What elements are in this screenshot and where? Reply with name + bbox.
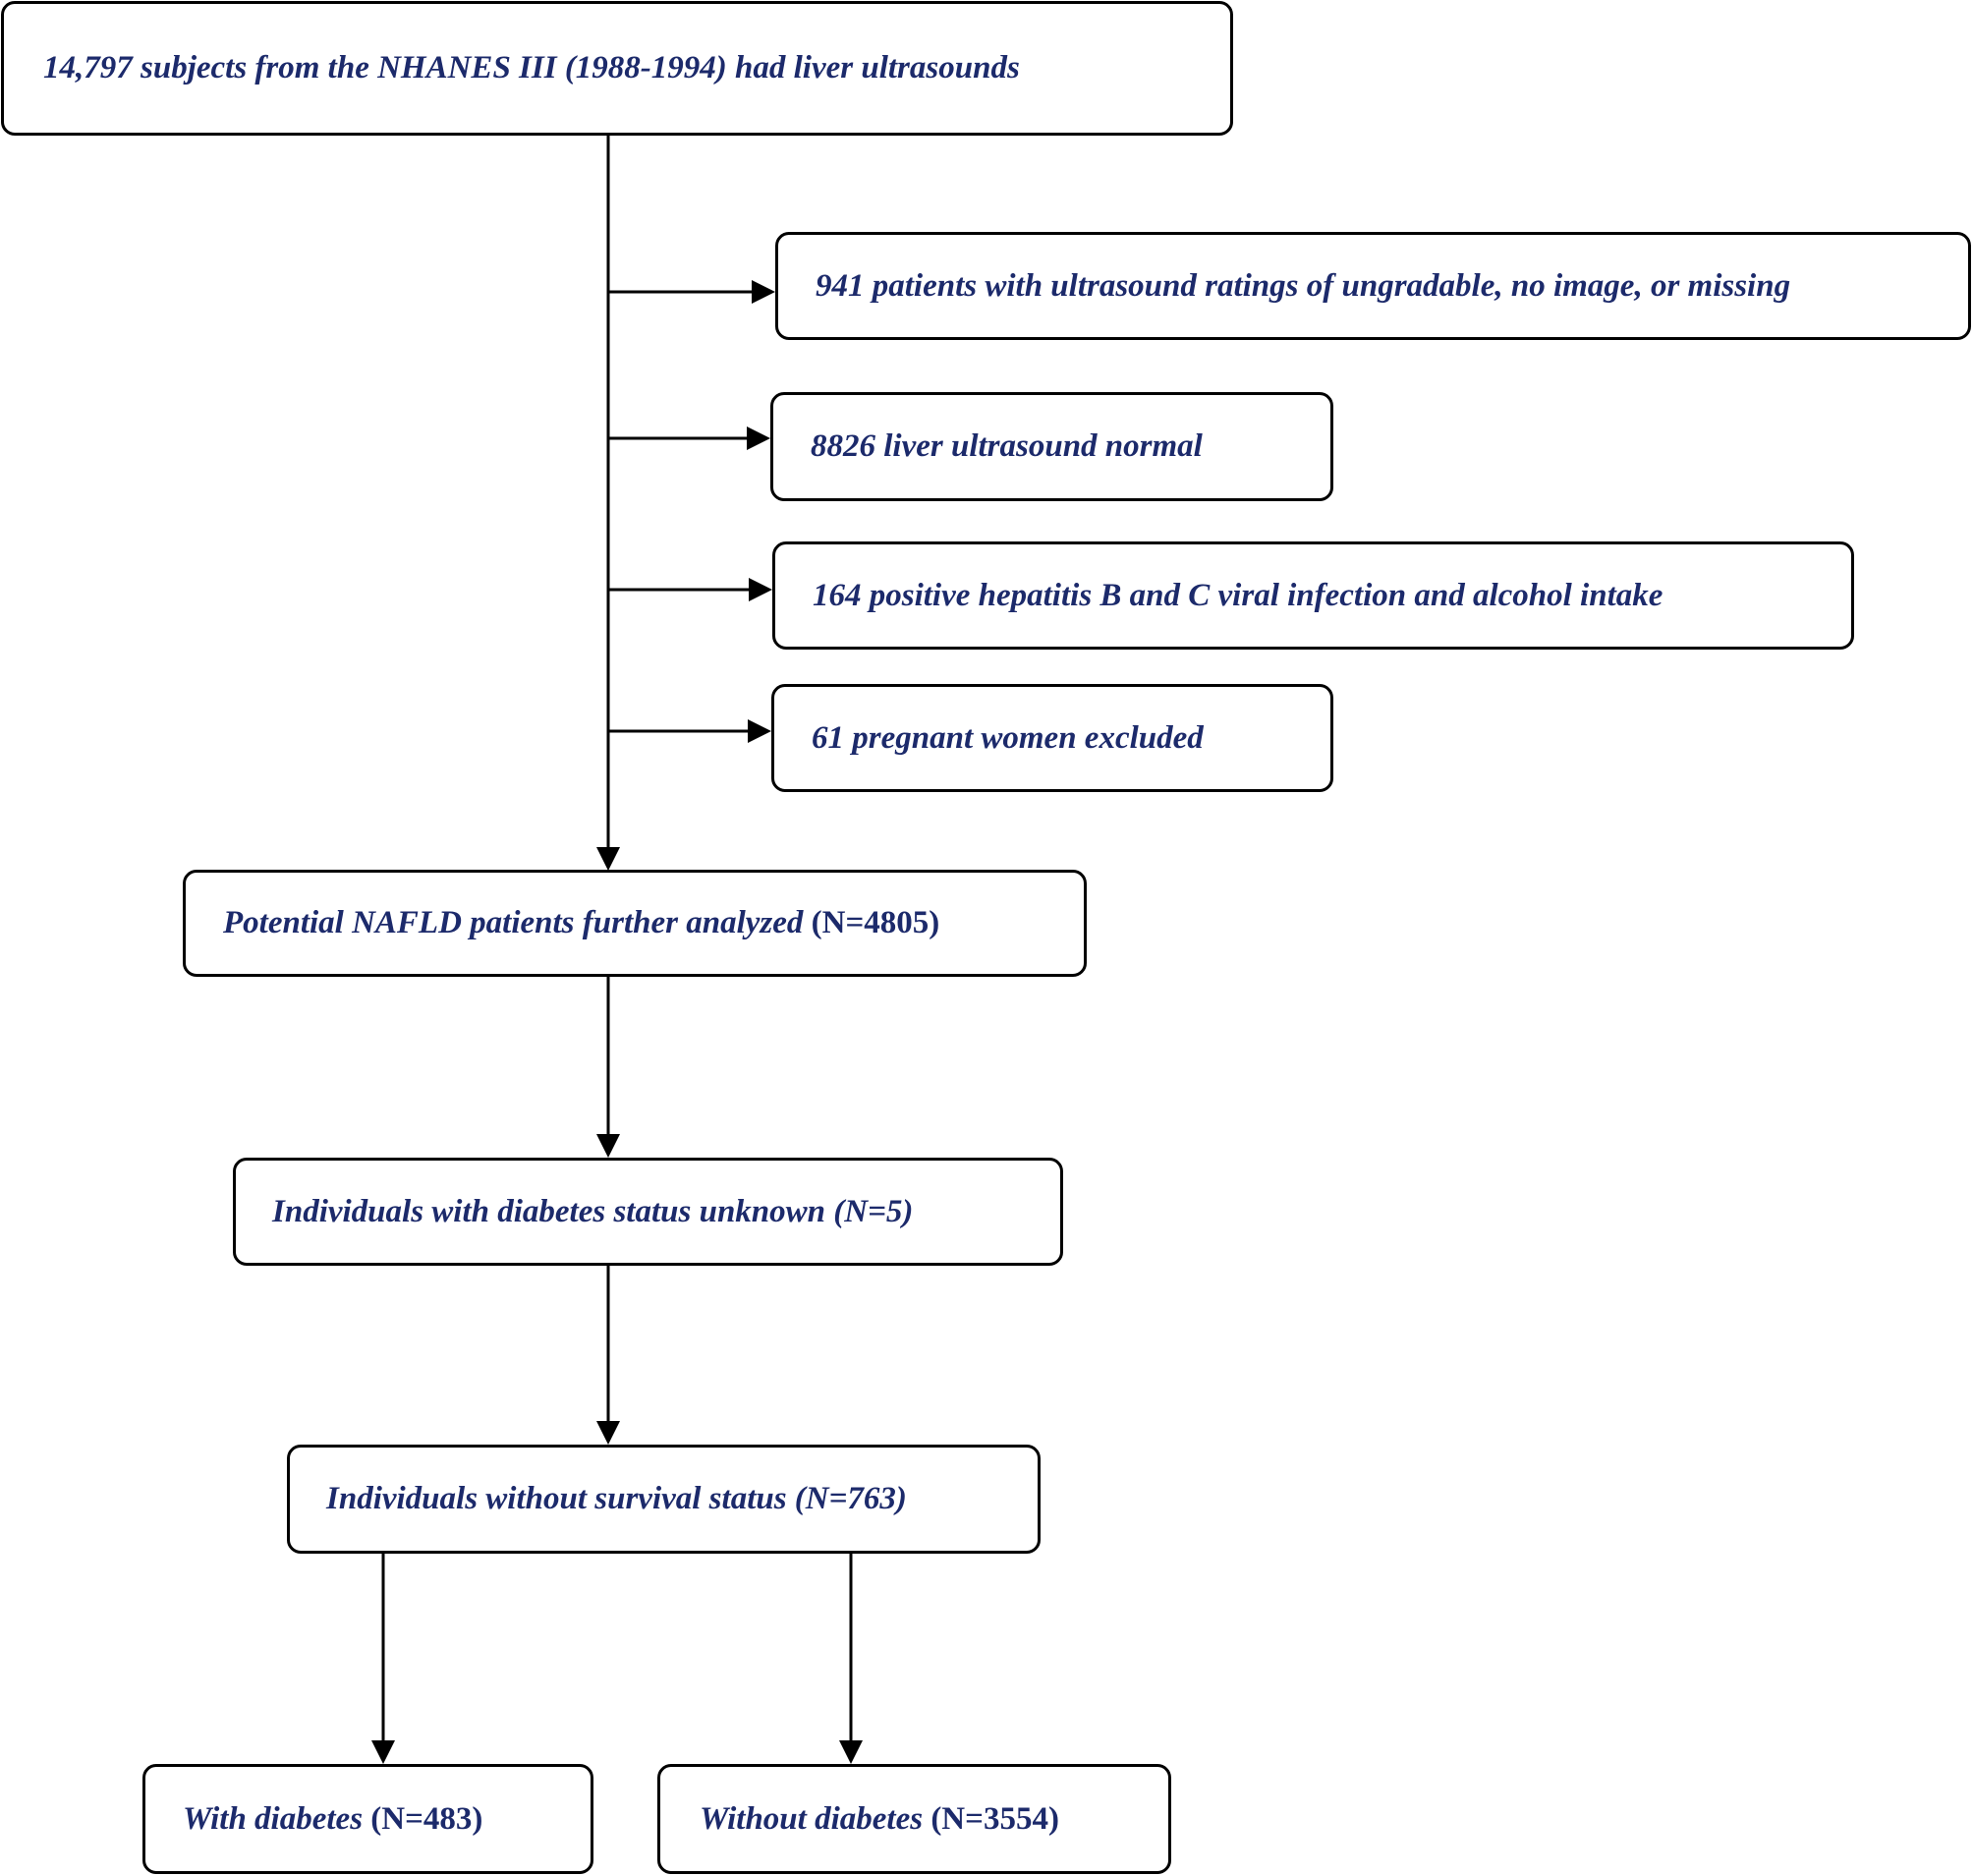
nafld-box: Potential NAFLD patients further analyze… xyxy=(183,870,1087,977)
arrow-to-ungradable xyxy=(752,280,775,304)
arrow-to-unknown xyxy=(596,1134,620,1158)
exclusion-hepatitis-box: 164 positive hepatitis B and C viral inf… xyxy=(772,541,1854,650)
no-survival-box: Individuals without survival status (N=7… xyxy=(287,1445,1041,1554)
arrow-to-with-diabetes xyxy=(371,1740,395,1764)
arrow-to-pregnant xyxy=(748,719,771,743)
exclusion-pregnant-text: 61 pregnant women excluded xyxy=(812,719,1204,756)
with-diabetes-text: With diabetes xyxy=(183,1800,364,1837)
arrow-to-survival xyxy=(596,1421,620,1445)
exclusion-normal-box: 8826 liver ultrasound normal xyxy=(770,392,1333,501)
exclusion-pregnant-box: 61 pregnant women excluded xyxy=(771,684,1333,792)
with-diabetes-count: (N=483) xyxy=(370,1800,483,1837)
arrow-to-normal xyxy=(747,426,770,450)
arrow-to-nafld xyxy=(596,847,620,871)
without-diabetes-count: (N=3554) xyxy=(930,1800,1059,1837)
exclusion-hepatitis-text: 164 positive hepatitis B and C viral inf… xyxy=(813,577,1663,613)
no-survival-text: Individuals without survival status (N=7… xyxy=(326,1481,907,1516)
exclusion-normal-text: 8826 liver ultrasound normal xyxy=(811,428,1203,464)
start-text: 14,797 subjects from the NHANES III (198… xyxy=(43,50,1020,85)
nafld-count: (N=4805) xyxy=(811,905,940,940)
start-box: 14,797 subjects from the NHANES III (198… xyxy=(1,1,1233,136)
nafld-text: Potential NAFLD patients further analyze… xyxy=(223,905,804,940)
exclusion-ungradable-text: 941 patients with ultrasound ratings of … xyxy=(816,267,1791,304)
without-diabetes-box: Without diabetes (N=3554) xyxy=(657,1764,1171,1874)
arrow-to-hepatitis xyxy=(749,578,772,601)
with-diabetes-box: With diabetes (N=483) xyxy=(142,1764,593,1874)
arrow-to-without-diabetes xyxy=(839,1740,863,1764)
diabetes-unknown-text: Individuals with diabetes status unknown… xyxy=(272,1193,914,1229)
without-diabetes-text: Without diabetes xyxy=(700,1800,924,1837)
exclusion-ungradable-box: 941 patients with ultrasound ratings of … xyxy=(775,232,1971,340)
diabetes-unknown-box: Individuals with diabetes status unknown… xyxy=(233,1158,1063,1266)
